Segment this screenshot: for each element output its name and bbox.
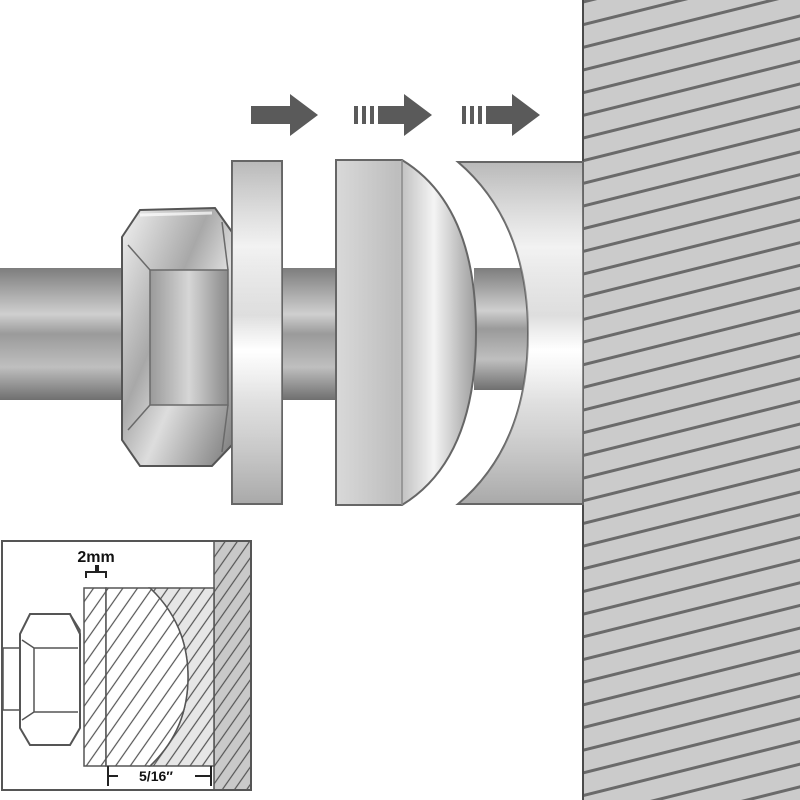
wall <box>582 0 800 800</box>
width-dimension: 2mm <box>77 549 115 578</box>
dashed-arrow-right-icon <box>462 94 540 136</box>
width-label: 2mm <box>77 549 114 566</box>
inset-cross-section: 2mm 5/16″ <box>1 540 252 791</box>
convex-dome-washer <box>335 159 478 506</box>
depth-dimension: 5/16″ <box>107 766 212 786</box>
depth-label: 5/16″ <box>139 768 173 784</box>
dashed-arrow-right-icon <box>354 94 432 136</box>
flat-washer <box>231 160 283 505</box>
hex-nut <box>121 206 233 467</box>
arrow-right-icon <box>251 94 318 136</box>
concave-seat-washer <box>455 161 584 505</box>
